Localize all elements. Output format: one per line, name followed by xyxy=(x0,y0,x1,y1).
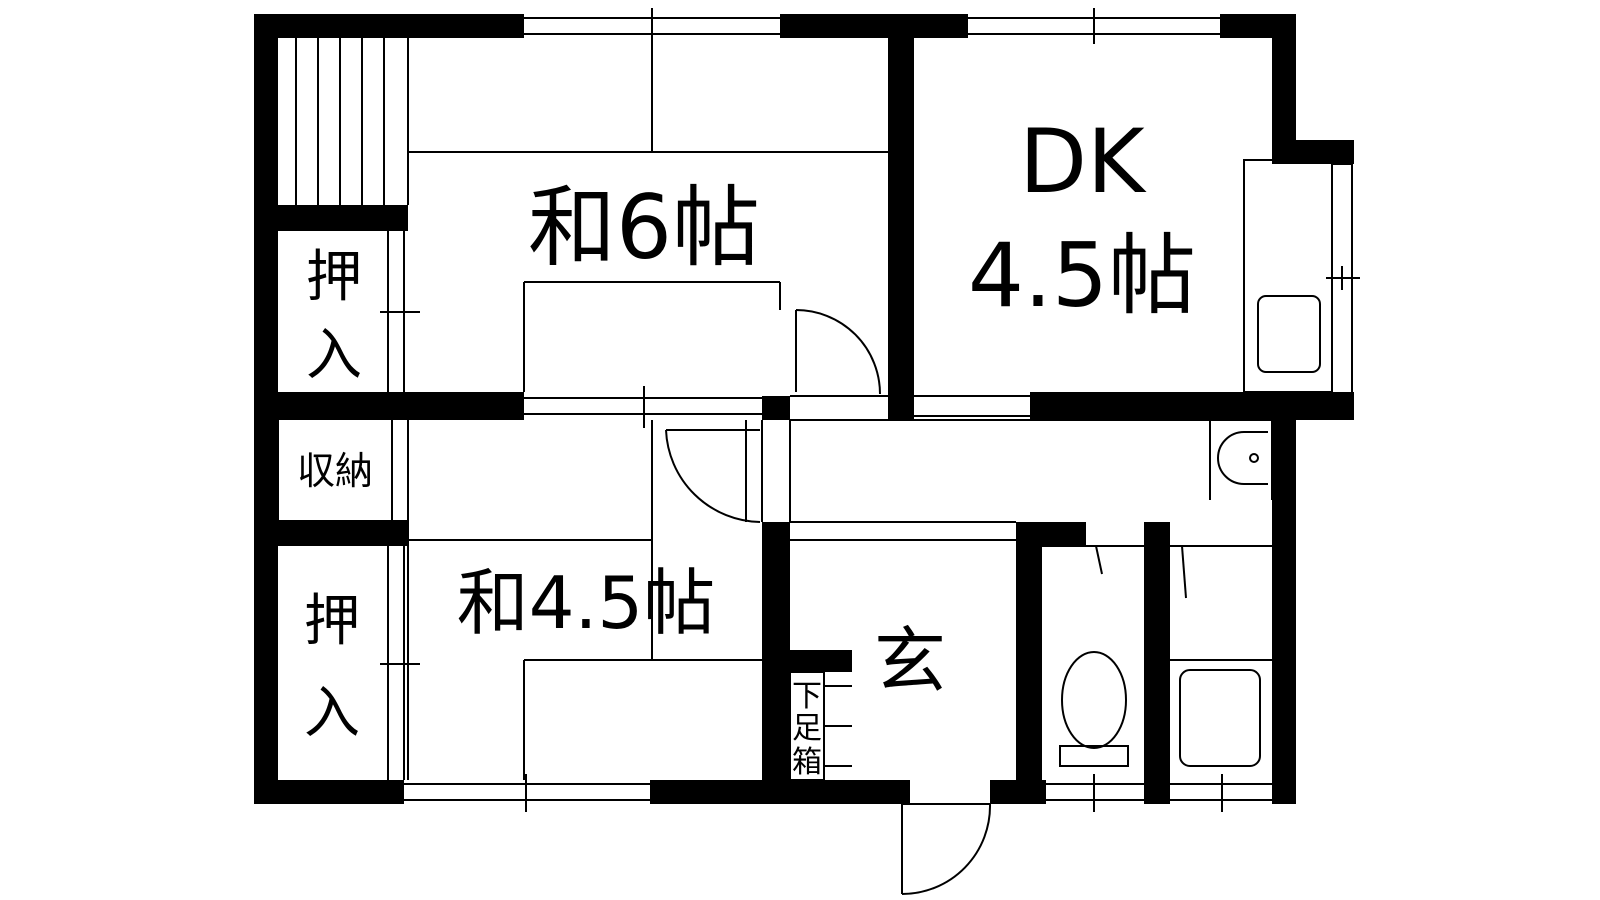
shoe-box-char-1: 下 xyxy=(792,679,822,714)
closet-upper-char-2: 入 xyxy=(306,323,362,388)
closet-lower-char-1: 押 xyxy=(304,589,360,654)
room-label-genkan: 玄 xyxy=(874,619,946,703)
shoe-box-char-3: 箱 xyxy=(792,745,822,780)
storage-label: 収納 xyxy=(297,449,373,493)
closet-upper-char-1: 押 xyxy=(306,245,362,310)
room-label-washitsu-45: 和4.5帖 xyxy=(457,561,716,645)
room-label-dk-title: DK xyxy=(1019,110,1147,213)
closet-lower-char-2: 入 xyxy=(304,681,360,746)
shoe-box-char-2: 足 xyxy=(792,711,822,746)
thin-lines xyxy=(277,8,1360,895)
room-label-dk-size: 4.5帖 xyxy=(968,224,1196,327)
room-label-washitsu-6: 和6帖 xyxy=(528,176,760,279)
room-labels: 和6帖 DK 4.5帖 和4.5帖 玄 押 入 押 入 収納 下 足 箱 xyxy=(297,110,1196,780)
walls xyxy=(254,14,1354,804)
